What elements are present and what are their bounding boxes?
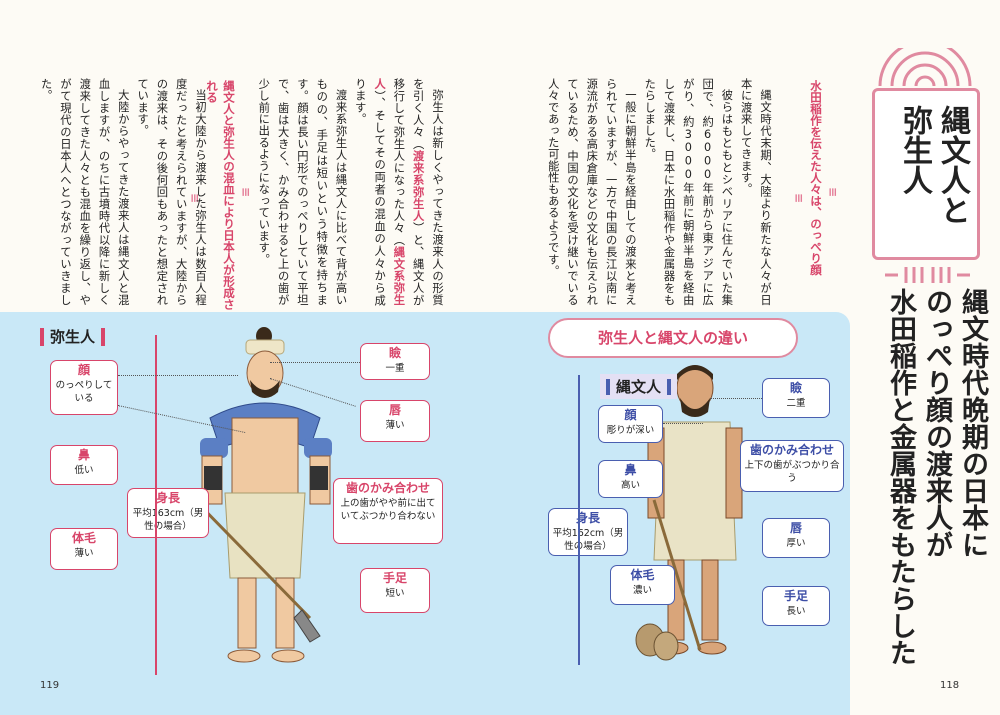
jomon-limbs-label: 手足長い [762,586,830,626]
yayoi-height-bar [155,335,157,675]
difference-banner: 弥生人と縄文人の違い [548,318,798,358]
sandals-illustration [635,623,679,661]
jomon-lips-label: 唇厚い [762,518,830,558]
jomon-hair-label: 体毛濃い [610,565,675,605]
jomon-bite-label: 歯のかみ合わせ上下の歯がぶつかり合う [740,440,844,492]
jomon-height-label: 身長平均162cm（男性の場合） [548,508,628,556]
chapter-title-box: 縄文人と弥生人 [872,88,980,260]
yayoi-face-label: 顔のっぺりしている [50,360,118,415]
yayoi-hair-label: 体毛薄い [50,528,118,570]
yayoi-eyelid-leader [270,362,360,363]
yayoi-face-leader [118,375,238,376]
right-body-text: 縄文時代末期、大陸より新たな人々が日本に渡来してきます。 彼らはもともとシベリア… [546,78,772,306]
headline: 縄文時代晩期の日本に のっぺり顔の渡来人が 水田稲作と金属器をもたらした [885,288,988,666]
yayoi-eyelid-label: 瞼一重 [360,343,430,380]
jomon-height-bar [578,375,580,665]
yayoi-nose-label: 鼻低い [50,445,118,485]
page-number-right: 118 [940,680,960,691]
jomon-eyelid-leader [710,398,762,399]
left-subheading: ≡ 縄文人と弥生人の混血により日本人が形成される ≡ [188,80,253,310]
chapter-title: 縄文人と弥生人 [897,105,970,225]
yayoi-bite-label: 歯のかみ合わせ上の歯がやや前に出ていてぶつかり合わない [333,478,443,544]
tick-ornament-icon [885,267,970,283]
left-body-text-bottom: 当初大陸から渡来した弥生人は数百人程度だったと考えられていますが、大陸からの渡来… [39,78,207,306]
jomon-face-leader [663,423,703,424]
jomon-tag: 縄文人 [600,374,678,399]
yayoi-lips-label: 唇薄い [360,400,430,442]
jomon-eyelid-label: 瞼二重 [762,378,830,418]
yayoi-height-label: 身長平均163cm（男性の場合） [127,488,209,538]
page-number-left: 119 [40,680,60,691]
right-subheading: ≡ 水田稲作を伝えた人々は、のっぺり顔 ≡ [792,80,840,276]
jomon-face-label: 顔彫りが深い [598,405,663,443]
wave-ornament-icon [878,48,972,87]
yayoi-person-illustration [186,327,332,663]
left-body-text-top: 弥生人は新しくやってきた渡来人の形質を引く人々（渡来系弥生人）と、縄文人が移行し… [257,78,444,307]
jomon-nose-label: 鼻高い [598,460,663,498]
yayoi-tag: 弥生人 [40,326,106,347]
yayoi-limbs-label: 手足短い [360,568,430,613]
